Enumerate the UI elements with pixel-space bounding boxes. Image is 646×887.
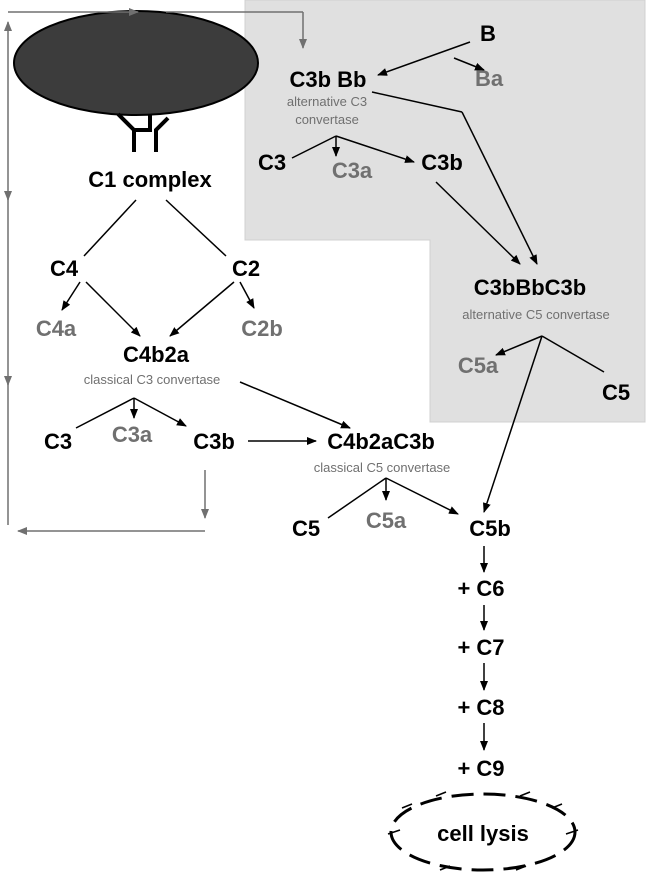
node-c4a: C4a — [36, 316, 77, 341]
node-ba: Ba — [475, 66, 504, 91]
node-cl-c3b: C3b — [193, 429, 235, 454]
pathogen-cell — [13, 10, 259, 116]
feedback-loop — [3, 8, 307, 535]
classical-c3-convertase-label: classical C3 convertase — [84, 372, 221, 387]
node-cl-c3a: C3a — [112, 422, 153, 447]
node-c1-complex: C1 complex — [88, 167, 212, 192]
node-c5b: C5b — [469, 516, 511, 541]
classical-c5-convertase-label: classical C5 convertase — [314, 460, 451, 475]
classical-arrows — [61, 199, 459, 519]
node-c9: + C9 — [457, 756, 504, 781]
node-b: B — [480, 21, 496, 46]
node-alt-c5a: C5a — [458, 353, 499, 378]
node-cl-c5: C5 — [292, 516, 320, 541]
alt-c5-convertase-label: alternative C5 convertase — [462, 307, 609, 322]
alternative-pathway-region — [244, 0, 646, 423]
lysed-cell — [389, 792, 577, 872]
node-cl-c3: C3 — [44, 429, 72, 454]
pore-icon — [387, 791, 579, 871]
alt-c3-convertase-label-2: convertase — [295, 112, 359, 127]
node-alt-c5: C5 — [602, 380, 630, 405]
node-c2: C2 — [232, 256, 260, 281]
node-c4b2ac3b: C4b2aC3b — [327, 429, 435, 454]
node-c8: + C8 — [457, 695, 504, 720]
node-cl-c5a: C5a — [366, 508, 407, 533]
alternative-arrows — [291, 41, 605, 513]
antibody-icon — [116, 112, 170, 152]
node-c3bbbc3b: C3bBbC3b — [474, 275, 586, 300]
node-c6: + C6 — [457, 576, 504, 601]
node-cell-lysis: cell lysis — [437, 821, 529, 846]
node-alt-c3: C3 — [258, 150, 286, 175]
alt-c3-convertase-label: alternative C3 — [287, 94, 367, 109]
node-alt-c3a: C3a — [332, 158, 373, 183]
node-c7: + C7 — [457, 635, 504, 660]
node-c3bbb: C3b Bb — [290, 67, 367, 92]
node-c2b: C2b — [241, 316, 283, 341]
node-c4: C4 — [50, 256, 79, 281]
node-c4b2a: C4b2a — [123, 342, 190, 367]
node-alt-c3b: C3b — [421, 150, 463, 175]
